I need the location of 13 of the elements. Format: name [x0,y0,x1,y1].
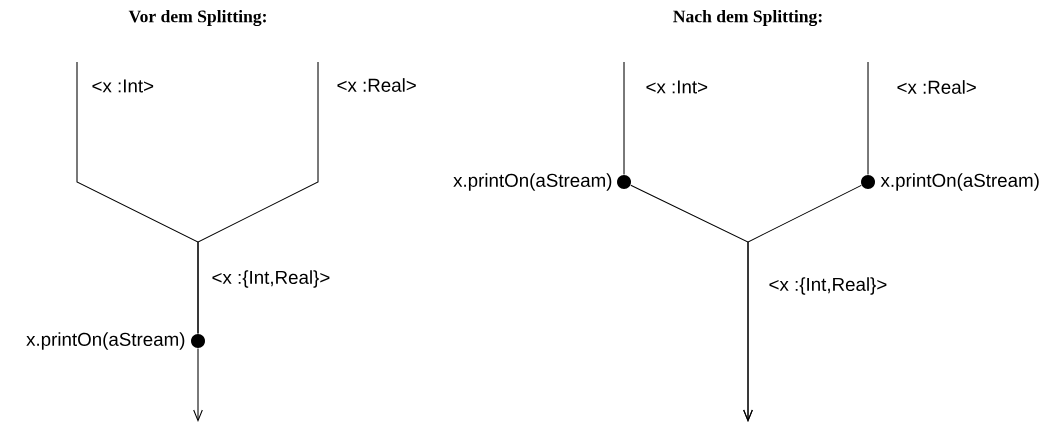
type-label: <x :Int> [92,79,154,93]
node-label: x.printOn(aStream) [26,332,185,350]
arrow [193,348,203,422]
type-label: <x :Int> [646,80,708,94]
arrow [743,184,862,422]
heading: Nach dem Splitting: [673,9,822,27]
node-label: x.printOn(aStream) [880,173,1039,191]
type-label: <x :Real> [337,78,416,92]
type-label: <x :Real> [897,80,976,94]
type-label: <x :{Int,Real}> [212,270,330,288]
heading: Vor dem Splitting: [128,9,266,27]
node-label: x.printOn(aStream) [453,173,612,191]
type-label: <x :{Int,Real}> [769,277,887,295]
